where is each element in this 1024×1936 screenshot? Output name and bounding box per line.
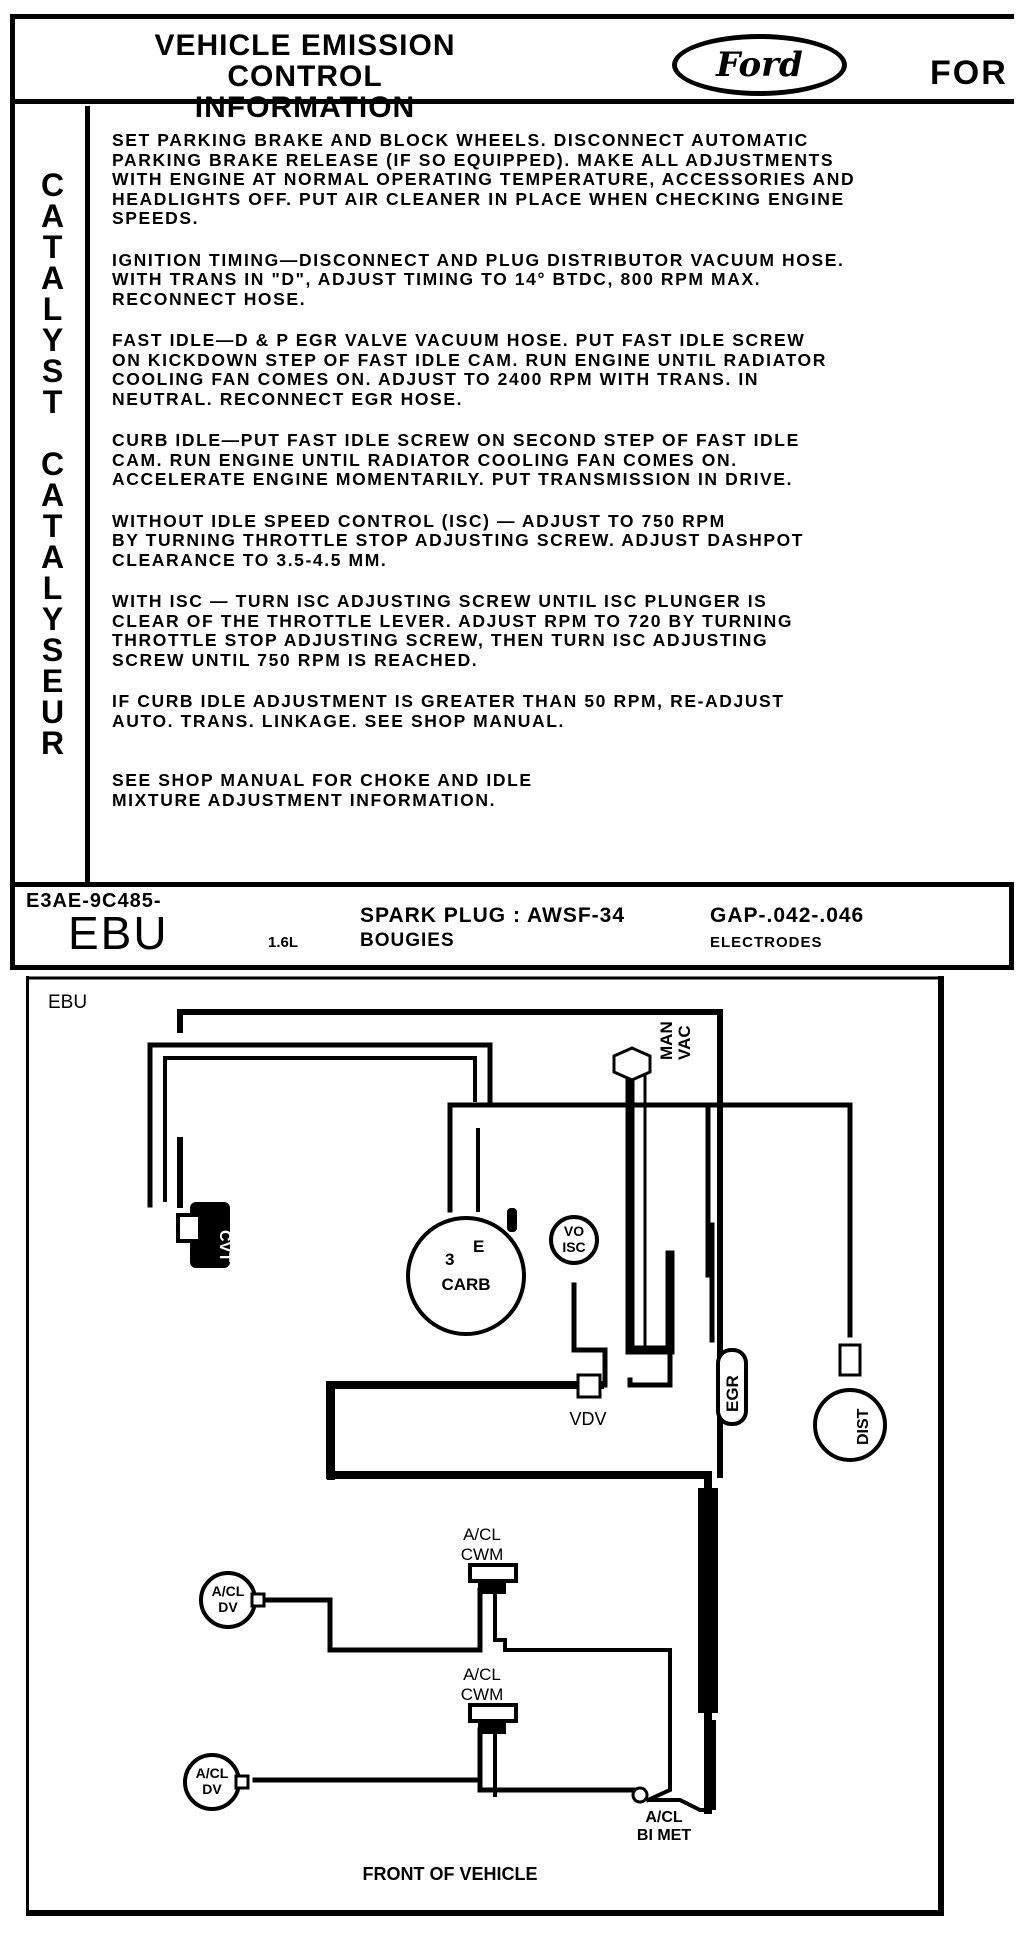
egr-label: EGR [723, 1375, 742, 1412]
dist-label: DIST [855, 1408, 872, 1445]
instructions: SET PARKING BRAKE AND BLOCK WHEELS. DISC… [112, 130, 1002, 832]
side-letter: T [42, 508, 63, 544]
carb-label: CARB [441, 1275, 490, 1294]
front-of-vehicle: FRONT OF VEHICLE [363, 1864, 538, 1884]
side-letter: L [42, 570, 63, 606]
manifold-vacuum-fitting [612, 1046, 652, 1082]
engine-displacement: 1.6L [268, 934, 299, 951]
side-letter: R [40, 725, 65, 761]
spark-plug-french: BOUGIES [360, 930, 455, 951]
distributor [813, 1388, 887, 1462]
side-letter: T [42, 229, 63, 265]
cvt-valve: CVT [176, 1202, 233, 1268]
vacuum-diagram-frame [26, 976, 944, 1916]
label-header [10, 14, 1014, 104]
label-title: VEHICLE EMISSION CONTROL INFORMATION [140, 30, 470, 123]
carb-port-e: E [473, 1237, 484, 1256]
acl-cwm-1-label-2: CWM [461, 1545, 503, 1564]
side-letter: A [40, 198, 65, 234]
side-letter: T [42, 384, 63, 420]
acl-cwm-2-label-1: A/CL [463, 1665, 501, 1684]
cvt-label: CVT [216, 1230, 233, 1262]
side-letter: S [41, 632, 64, 668]
man-vac-label-1: MAN [657, 1021, 676, 1060]
side-letter: U [40, 694, 65, 730]
vdv-valve [576, 1373, 602, 1399]
egr-valve [716, 1348, 748, 1426]
instruction-paragraph: SEE SHOP MANUAL FOR CHOKE AND IDLE MIXTU… [112, 770, 533, 810]
instruction-paragraph: SET PARKING BRAKE AND BLOCK WHEELS. DISC… [112, 130, 856, 228]
spec-bar [10, 882, 1014, 970]
diagram-tag: EBU [48, 992, 87, 1013]
side-letter: L [42, 291, 63, 327]
ford-logo: Ford [672, 34, 847, 96]
acl-cwm-1 [468, 1563, 518, 1583]
calibration-code: EBU [68, 907, 169, 959]
instruction-paragraph: CURB IDLE—PUT FAST IDLE SCREW ON SECOND … [112, 430, 800, 489]
acl-dv-1-label-2: DV [218, 1599, 238, 1615]
man-vac-label-2: VAC [675, 1025, 694, 1060]
acl-dv-2-label-1: A/CL [196, 1765, 229, 1781]
title-line-2: CONTROL INFORMATION [194, 60, 416, 124]
acl-dv-1-label-1: A/CL [212, 1583, 245, 1599]
bimet-label-1: A/CL [645, 1809, 683, 1826]
side-letter: A [40, 260, 65, 296]
side-letter: S [41, 353, 64, 389]
bimet-label-2: BI MET [637, 1827, 691, 1844]
side-letter: A [40, 477, 65, 513]
side-letter: Y [41, 322, 64, 358]
vo-isc [549, 1215, 599, 1265]
instruction-paragraph: IGNITION TIMING—DISCONNECT AND PLUG DIST… [112, 249, 845, 309]
carb-port-3: 3 [445, 1250, 454, 1269]
header-cutoff-text: FOR [930, 54, 1008, 92]
side-letter: Y [41, 601, 64, 637]
carburetor [406, 1216, 526, 1336]
acl-dv-2-label-2: DV [202, 1781, 222, 1797]
vo-isc-label-1: VO [564, 1223, 584, 1239]
acl-cwm-1-label-1: A/CL [463, 1525, 501, 1544]
part-number: E3AE-9C485- [26, 890, 162, 912]
acl-cwm-2 [468, 1703, 518, 1723]
title-line-1: VEHICLE EMISSION [154, 29, 456, 62]
ford-logo-text: Ford [716, 45, 803, 85]
side-letter: E [41, 663, 64, 699]
side-letter: C [40, 167, 65, 203]
side-letter: C [40, 446, 65, 482]
instruction-paragraph: WITH ISC — TURN ISC ADJUSTING SCREW UNTI… [112, 591, 794, 670]
instruction-paragraph: WITHOUT IDLE SPEED CONTROL (ISC) — ADJUS… [112, 510, 805, 570]
bimetal-sensor [631, 1786, 649, 1804]
instruction-paragraph: FAST IDLE—D & P EGR VALVE VACUUM HOSE. P… [112, 330, 827, 409]
instruction-paragraph: IF CURB IDLE ADJUSTMENT IS GREATER THAN … [112, 691, 785, 731]
acl-cwm-2-label-2: CWM [461, 1685, 503, 1704]
spark-plug-spec: SPARK PLUG : AWSF-34 [360, 904, 626, 927]
vo-isc-label-2: ISC [562, 1239, 585, 1255]
gap-french: ELECTRODES [710, 934, 823, 951]
gap-spec: GAP-.042-.046 [710, 904, 865, 927]
side-letter: A [40, 539, 65, 575]
side-column [15, 106, 90, 896]
vdv-label: VDV [569, 1409, 606, 1429]
